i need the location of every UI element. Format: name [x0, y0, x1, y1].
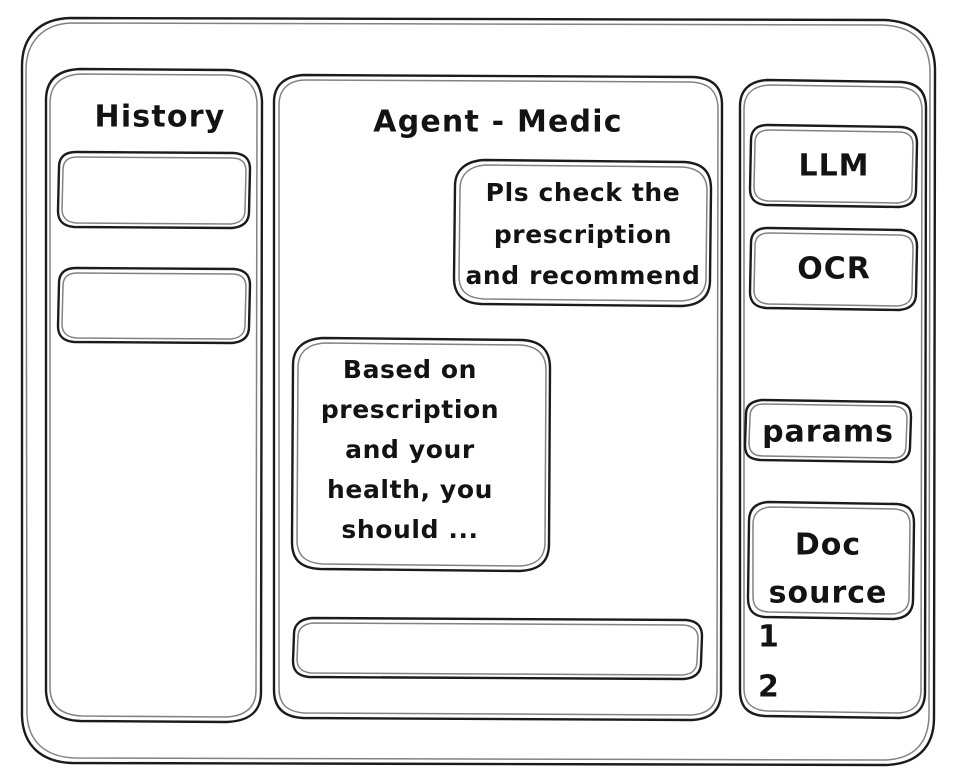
- chat-bubble-user-line-1: Pls check the: [486, 178, 681, 207]
- chat-bubble-user-line-3: and recommend: [465, 261, 700, 290]
- message-input[interactable]: [291, 616, 704, 681]
- chat-bubble-agent-line-5: should ...: [341, 515, 478, 544]
- history-sidebar: History: [44, 67, 264, 724]
- doc-list-item-2[interactable]: 2: [758, 670, 779, 705]
- chat-bubble-agent: Based on prescription and your health, y…: [290, 336, 552, 573]
- ocr-card[interactable]: OCR: [748, 226, 919, 312]
- history-title: History: [95, 100, 226, 135]
- app-window-frame: [20, 16, 937, 767]
- params-card[interactable]: params: [743, 398, 913, 464]
- history-item-1[interactable]: [56, 150, 252, 230]
- chat-bubble-user: Pls check the prescription and recommend: [452, 158, 713, 308]
- agent-title: Agent - Medic: [373, 105, 622, 140]
- tools-sidebar: LLM OCR params Doc source 1 2: [738, 78, 928, 720]
- params-card-label: params: [762, 415, 894, 450]
- chat-bubble-agent-line-1: Based on: [343, 355, 477, 384]
- agent-main-panel: Agent - Medic Pls check the prescription…: [272, 73, 724, 722]
- chat-bubble-agent-line-3: and your: [345, 435, 475, 464]
- doc-source-card[interactable]: Doc source: [746, 500, 916, 621]
- chat-bubble-agent-line-2: prescription: [321, 395, 499, 424]
- llm-card-label: LLM: [798, 149, 869, 184]
- doc-source-card-line-2: source: [769, 576, 888, 611]
- doc-source-card-line-1: Doc: [795, 528, 861, 563]
- llm-card[interactable]: LLM: [748, 123, 919, 209]
- chat-bubble-agent-line-4: health, you: [327, 475, 493, 504]
- doc-list-item-1[interactable]: 1: [758, 620, 779, 655]
- chat-bubble-user-line-2: prescription: [494, 220, 672, 249]
- history-item-2[interactable]: [56, 266, 252, 345]
- ocr-card-label: OCR: [797, 252, 871, 287]
